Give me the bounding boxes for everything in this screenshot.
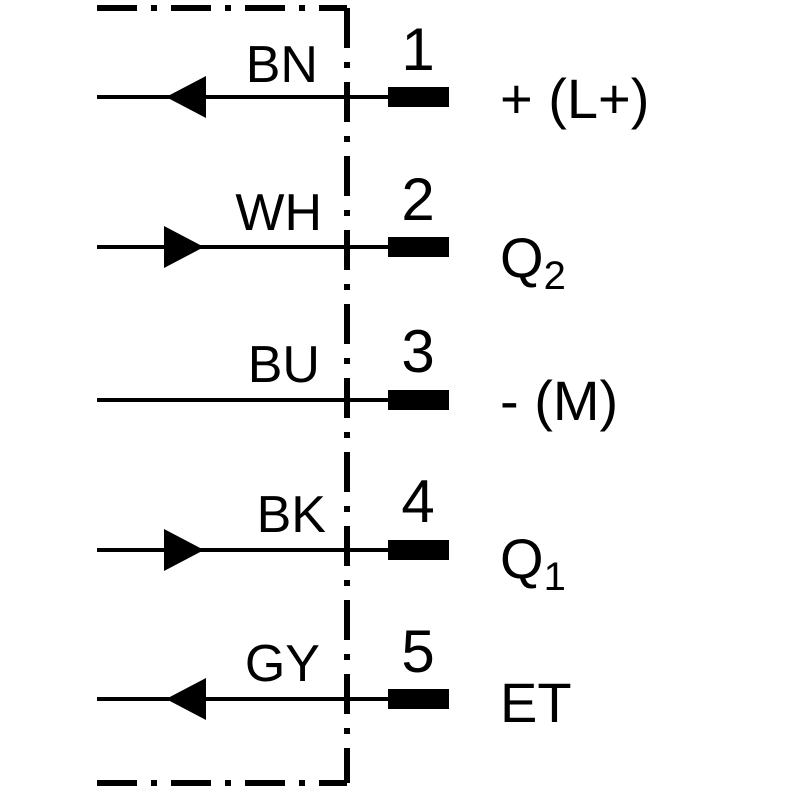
signal-label: ET <box>500 671 572 734</box>
pin-terminal <box>388 87 449 107</box>
pin-terminal <box>388 390 449 410</box>
pin-row: WH 2 Q2 <box>97 166 566 298</box>
pin-row: BU 3 - (M) <box>97 318 618 432</box>
signal-name: Q <box>500 527 544 590</box>
pin-terminal <box>388 540 449 560</box>
signal-label: Q1 <box>500 527 566 599</box>
signal-name: ET <box>500 671 572 734</box>
arrow-right-icon <box>164 226 204 268</box>
arrow-right-icon <box>164 529 204 571</box>
arrow-left-icon <box>166 76 206 118</box>
pin-rows: BN 1 + (L+) WH 2 Q2 BU 3 - (M) BK 4 <box>97 16 649 734</box>
wire-color-label: BK <box>257 486 327 544</box>
signal-subscript: 1 <box>544 555 566 599</box>
signal-name: Q <box>500 226 544 289</box>
signal-name: - (M) <box>500 369 618 432</box>
wire-color-label: BU <box>248 336 320 394</box>
arrow-left-icon <box>166 678 206 720</box>
pin-row: BN 1 + (L+) <box>97 16 649 130</box>
pin-number: 1 <box>401 16 434 83</box>
signal-label: Q2 <box>500 226 566 298</box>
signal-subscript: 2 <box>544 254 566 298</box>
wire-color-label: GY <box>245 635 320 693</box>
wire-color-label: WH <box>235 184 322 242</box>
pin-number: 4 <box>401 468 434 535</box>
pin-row: GY 5 ET <box>97 618 572 734</box>
housing-boundary <box>97 5 350 786</box>
signal-name: + (L+) <box>500 67 649 130</box>
pin-terminal <box>388 689 449 709</box>
signal-label: + (L+) <box>500 67 649 130</box>
pin-terminal <box>388 237 449 257</box>
pin-number: 2 <box>401 166 434 233</box>
pin-row: BK 4 Q1 <box>97 468 566 599</box>
pin-number: 3 <box>401 318 434 385</box>
wire-color-label: BN <box>246 36 318 94</box>
signal-label: - (M) <box>500 369 618 432</box>
pin-number: 5 <box>401 618 434 685</box>
